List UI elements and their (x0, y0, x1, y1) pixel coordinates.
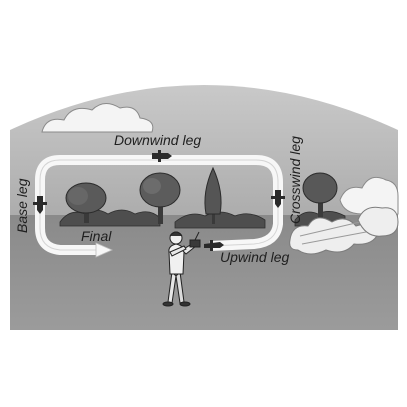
plane-base-icon (33, 196, 47, 214)
plane-upwind-icon (204, 240, 224, 251)
final-arrowhead (95, 242, 113, 258)
downwind-leg-label: Downwind leg (114, 132, 201, 148)
wind-gust (289, 206, 399, 255)
plane-downwind-icon (152, 150, 172, 162)
final-label: Final (81, 228, 112, 244)
cloud-top-left (41, 103, 154, 133)
pilot-figure (162, 231, 201, 307)
crosswind-leg-label: Crosswind leg (287, 136, 303, 224)
plane-crosswind-icon (271, 190, 285, 208)
tree-left (65, 182, 107, 223)
tree-center (139, 172, 181, 224)
base-leg-label: Base leg (14, 178, 30, 233)
tree-poplar (204, 166, 222, 224)
tree-right (302, 172, 338, 224)
upwind-leg-label: Upwind leg (220, 249, 289, 265)
